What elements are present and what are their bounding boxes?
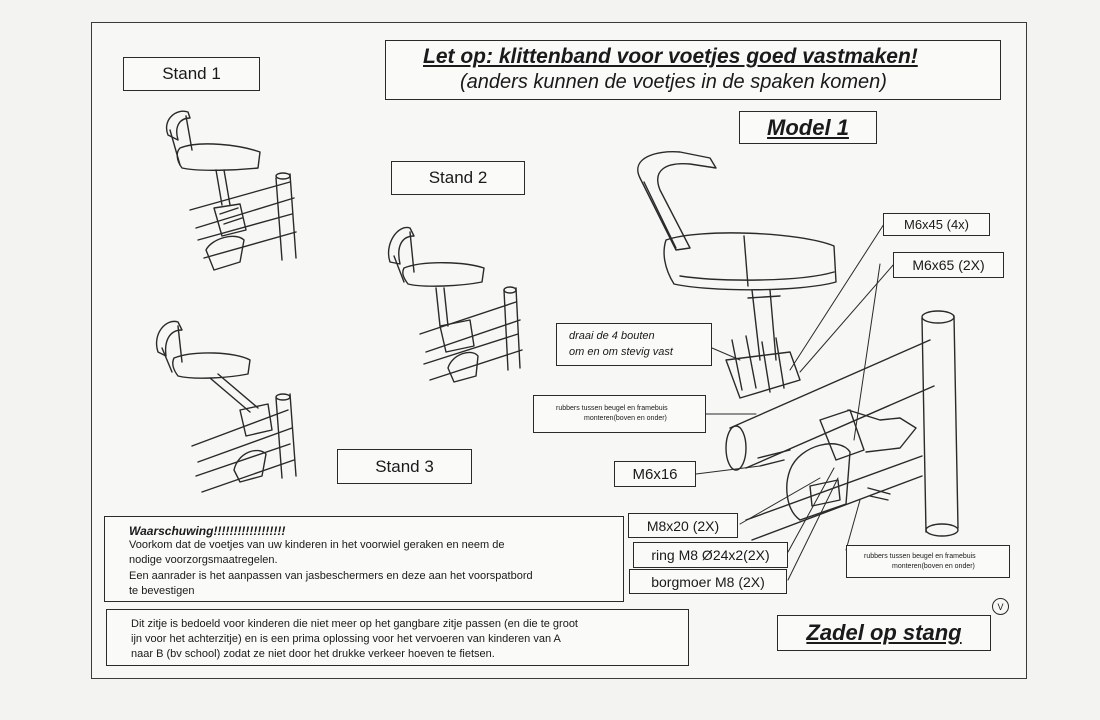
tighten-line2: om en om stevig vast — [569, 346, 673, 358]
part-m6x65-label: M6x65 (2X) — [912, 257, 985, 273]
model-label: Model 1 — [767, 114, 849, 140]
description-line3: naar B (bv school) zodat ze niet door he… — [131, 648, 495, 660]
rubbers-bottom-line2: monteren(boven en onder) — [892, 563, 975, 570]
footer-title-box: Zadel op stang — [777, 615, 991, 651]
part-m6x45: M6x45 (4x) — [883, 213, 990, 236]
warning-line3: Een aanrader is het aanpassen van jasbes… — [129, 570, 533, 582]
stand3-box: Stand 3 — [337, 449, 472, 484]
part-m6x65: M6x65 (2X) — [893, 252, 1004, 278]
stand2-box: Stand 2 — [391, 161, 525, 195]
rubbers-bottom-callout: rubbers tussen beugel en framebuis monte… — [846, 545, 1010, 578]
part-m6x16-label: M6x16 — [632, 465, 678, 483]
part-ring-label: ring M8 Ø24x2(2X) — [651, 547, 770, 563]
part-m6x45-label: M6x45 (4x) — [903, 217, 970, 232]
warning-box: Waarschuwing!!!!!!!!!!!!!!!!!! Voorkom d… — [104, 516, 624, 602]
model1-drawing — [637, 151, 959, 541]
part-ring: ring M8 Ø24x2(2X) — [633, 542, 788, 568]
stand1-label: Stand 1 — [162, 64, 221, 83]
rubbers-bottom-line1: rubbers tussen beugel en framebuis — [864, 553, 976, 560]
rubbers-top-line2: monteren(boven en onder) — [584, 415, 667, 422]
stand1-box: Stand 1 — [123, 57, 260, 91]
part-borgmoer: borgmoer M8 (2X) — [629, 569, 787, 594]
stand3-label: Stand 3 — [375, 456, 434, 476]
warning-line2: nodige voorzorgsmaatregelen. — [129, 554, 278, 566]
header-warning-subtitle: (anders kunnen de voetjes in de spaken k… — [460, 71, 887, 93]
description-line2: ijn voor het achterzitje) en is een prim… — [131, 633, 561, 645]
stand1-drawing — [165, 110, 297, 271]
warning-title: Waarschuwing!!!!!!!!!!!!!!!!!! — [129, 524, 286, 538]
part-m8x20: M8x20 (2X) — [628, 513, 738, 538]
stand2-label: Stand 2 — [428, 168, 488, 187]
stand2-drawing — [387, 226, 523, 383]
rubbers-top-line1: rubbers tussen beugel en framebuis — [556, 405, 668, 412]
footer-title: Zadel op stang — [806, 620, 962, 645]
part-m8x20-label: M8x20 (2X) — [646, 517, 720, 534]
tighten-line1: draai de 4 bouten — [569, 330, 655, 342]
warning-header — [385, 40, 1001, 100]
warning-line4: te bevestigen — [129, 585, 195, 597]
warning-line1: Voorkom dat de voetjes van uw kinderen i… — [129, 539, 505, 551]
leader-lines — [695, 223, 895, 581]
header-warning-title: Let op: klittenband voor voetjes goed va… — [423, 45, 918, 68]
version-mark-label: V — [997, 601, 1004, 612]
stand3-drawing — [155, 320, 297, 493]
description-box: Dit zitje is bedoeld voor kinderen die n… — [106, 609, 689, 666]
part-m6x16: M6x16 — [614, 461, 696, 487]
description-line1: Dit zitje is bedoeld voor kinderen die n… — [131, 618, 578, 630]
model-label-box: Model 1 — [739, 111, 877, 144]
part-borgmoer-label: borgmoer M8 (2X) — [651, 573, 765, 590]
version-mark: V — [992, 598, 1009, 615]
rubbers-top-callout: rubbers tussen beugel en framebuis monte… — [533, 395, 706, 433]
tighten-callout: draai de 4 bouten om en om stevig vast — [556, 323, 712, 366]
